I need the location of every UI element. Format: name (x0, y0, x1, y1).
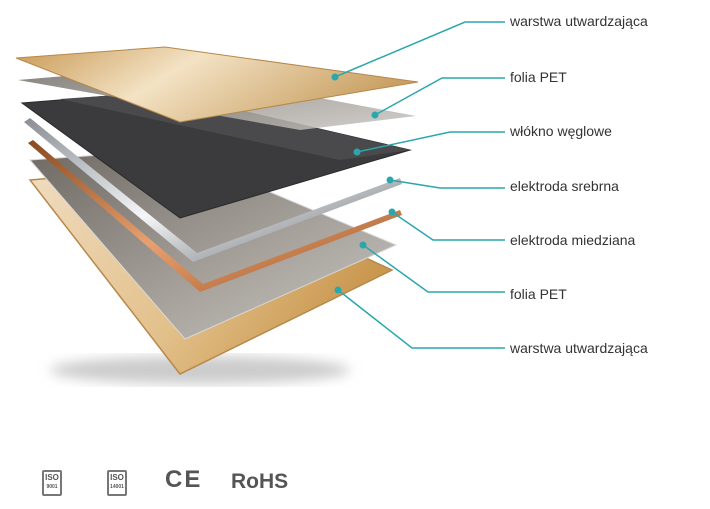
iso-9001-icon: ISO 9001 (42, 470, 62, 496)
iso-number: 14001 (110, 484, 124, 490)
iso-text: ISO (110, 473, 124, 482)
leader-dots (331, 73, 396, 294)
layer-label: elektroda srebrna (510, 178, 619, 194)
layer-label: elektroda miedziana (510, 232, 636, 248)
leader-dot (353, 148, 361, 156)
layer-label: warstwa utwardzająca (510, 340, 648, 356)
iso-number: 9001 (46, 484, 58, 490)
leader-dot (388, 208, 396, 216)
top-hardening-layer (15, 46, 419, 123)
layer-label: warstwa utwardzająca (510, 13, 648, 29)
leader-line (334, 21, 505, 78)
layer-label: folia PET (510, 69, 567, 85)
leader-lines (334, 21, 505, 349)
leader-line (389, 179, 505, 189)
iso-14001-icon: ISO 14001 (107, 470, 127, 496)
leader-dot (331, 73, 339, 81)
leader-line (362, 244, 505, 293)
leader-dot (334, 286, 342, 294)
leader-line (391, 211, 505, 241)
leader-dot (359, 241, 367, 249)
leader-line (374, 77, 505, 116)
leader-dot (386, 176, 394, 184)
shadow (50, 356, 350, 384)
layer-label: folia PET (510, 286, 567, 302)
leader-line (356, 131, 505, 153)
leader-line (337, 289, 505, 349)
iso-text: ISO (45, 473, 59, 482)
ce-mark-icon: CE (165, 466, 203, 493)
rohs-icon: RoHS (231, 470, 289, 493)
leader-dot (371, 111, 379, 119)
layer-label: włókno węglowe (510, 123, 612, 139)
